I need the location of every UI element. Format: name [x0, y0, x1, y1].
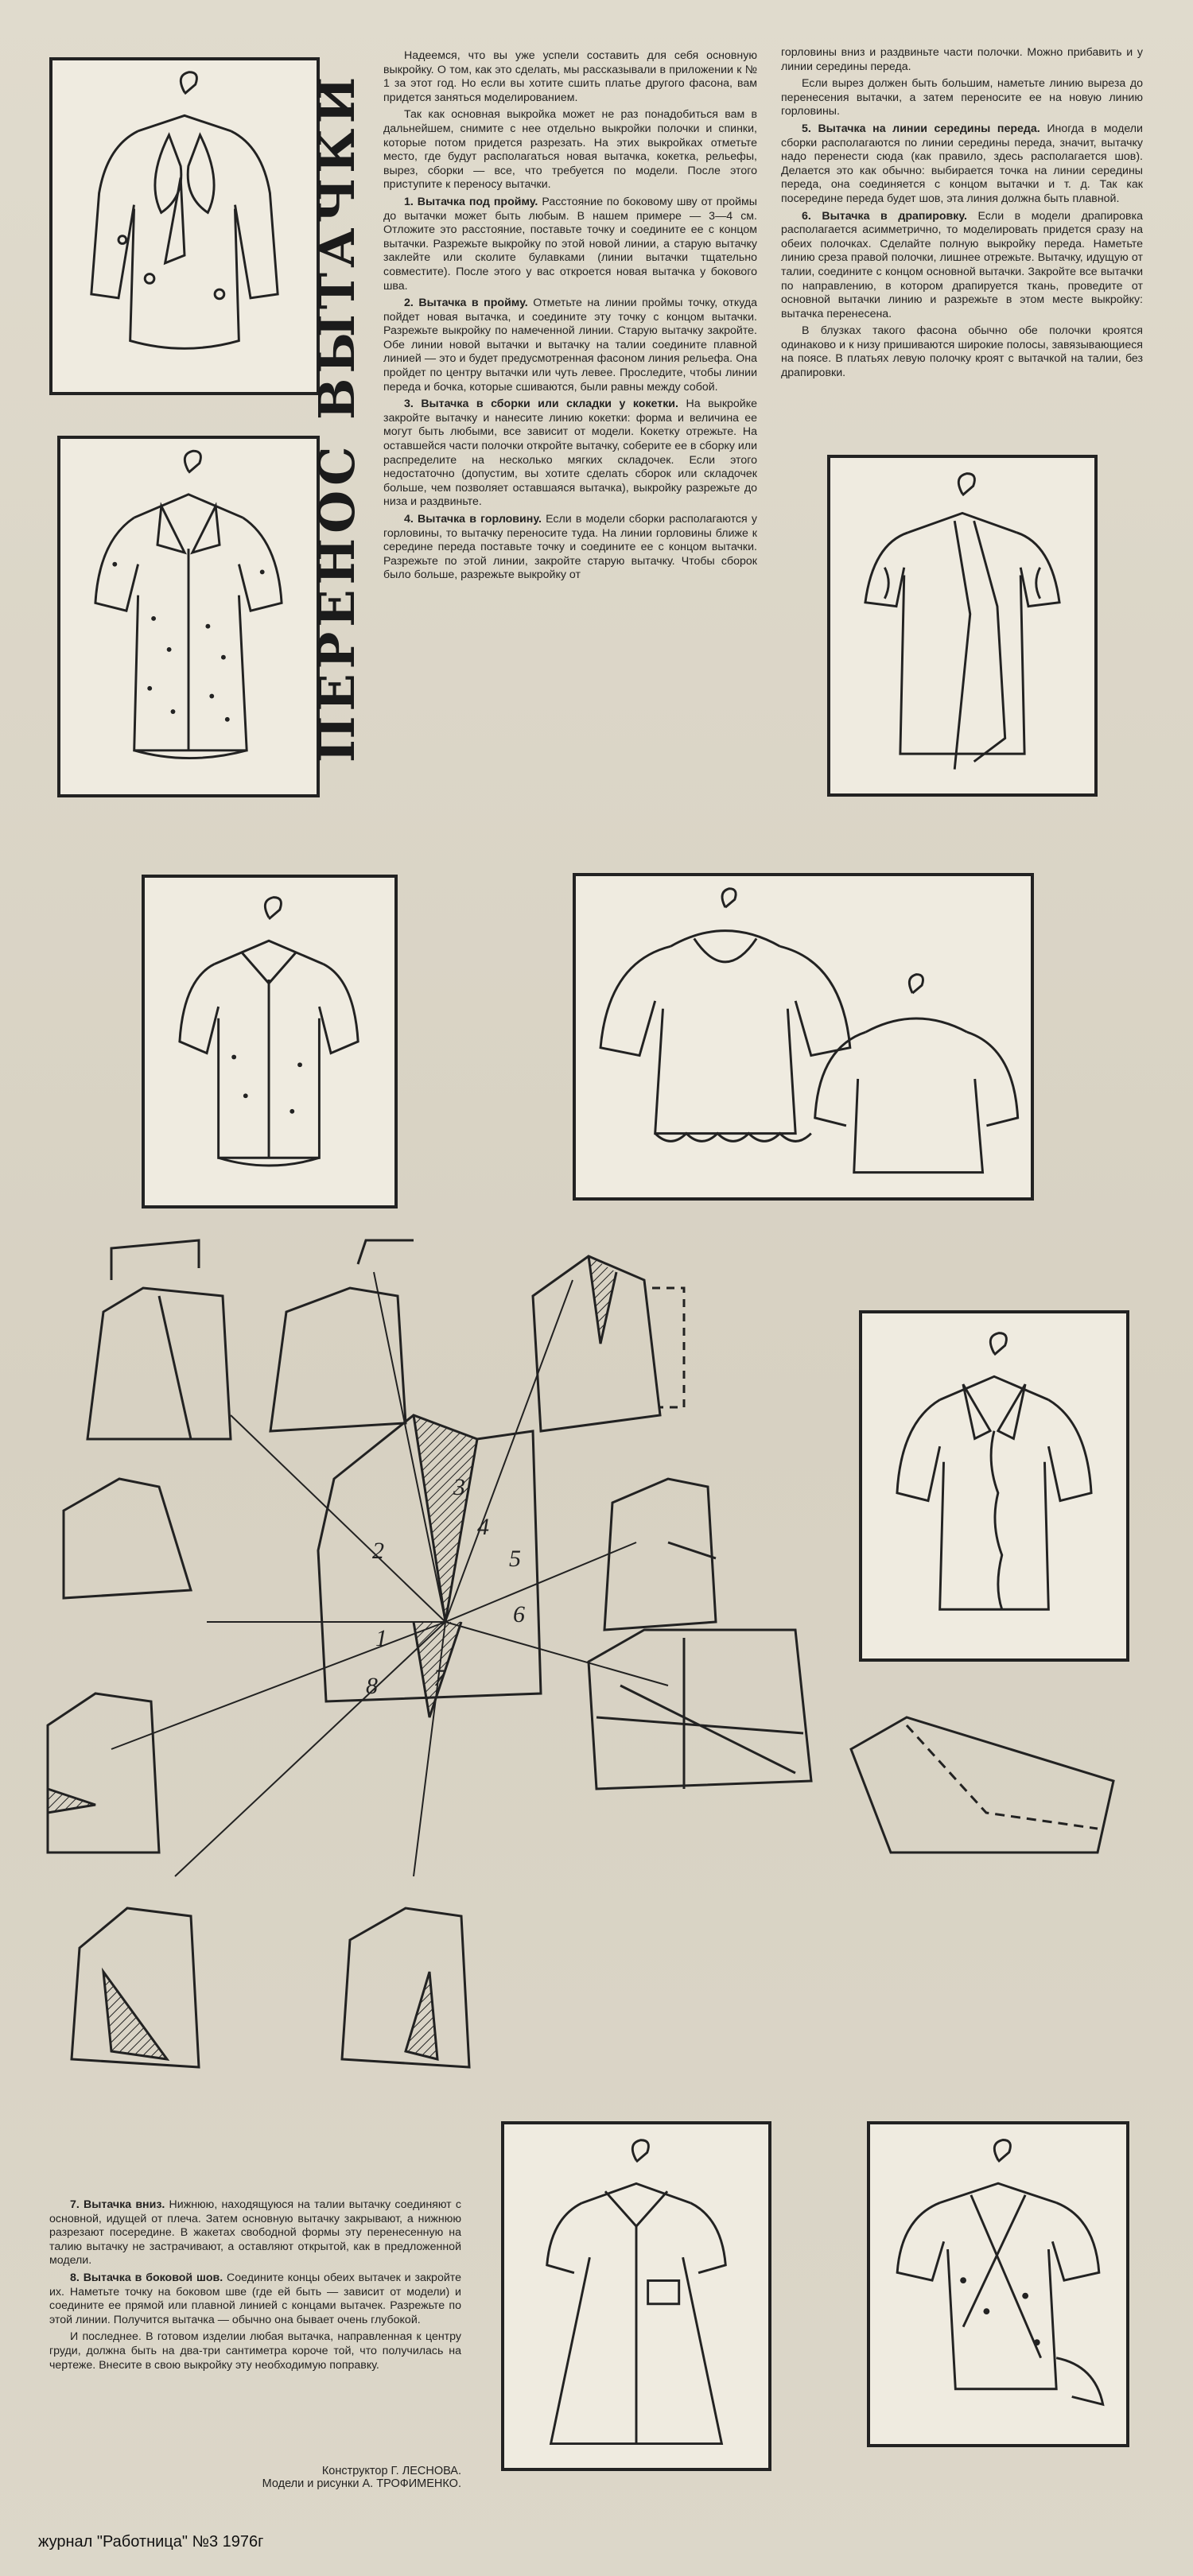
credit-models: Модели и рисунки А. ТРОФИМЕНКО.: [262, 2477, 461, 2490]
section-6-body: Если в модели драпировка располагается а…: [781, 209, 1143, 320]
diagram-label-6: 6: [513, 1601, 525, 1627]
text-column-2: горловины вниз и раздвиньте части полочк…: [781, 46, 1143, 384]
text-column-3: 7. Вытачка вниз. Нижнюю, находящуюся на …: [49, 2198, 461, 2376]
diagram-label-8: 8: [366, 1673, 378, 1699]
section-3: 3. Вытачка в сборки или складки у кокетк…: [383, 398, 757, 510]
final-paragraph: И последнее. В готовом изделии любая выт…: [49, 2330, 461, 2372]
illustration-blouse-dots: [57, 436, 320, 797]
title-text: ПЕРЕНОС ВЫТАЧКИ: [318, 72, 366, 762]
diagram-label-2: 2: [372, 1538, 384, 1564]
column2-continuation: горловины вниз и раздвиньте части полочк…: [781, 46, 1143, 73]
section-8-body: Соедините концы обеих вытачек и закройте…: [49, 2271, 461, 2326]
diagram-label-3: 3: [453, 1474, 465, 1500]
section-4: 4. Вытачка в горловину. Если в модели сб…: [383, 513, 757, 583]
section-8: 8. Вытачка в боковой шов. Соедините конц…: [49, 2271, 461, 2327]
section-6: 6. Вытачка в драпировку. Если в модели д…: [781, 210, 1143, 322]
dart-transfer-diagram: 1 2 3 4 5 6 7 8: [32, 1177, 1161, 2115]
section-5-body: Иногда в модели сборки располагаются по …: [781, 122, 1143, 205]
illustration-blouse-collar: [142, 875, 398, 1208]
illustration-blouse-gathered: [859, 1310, 1129, 1662]
text-column-1: Надеемся, что вы уже успели составить дл…: [383, 49, 757, 586]
section-8-heading: 8. Вытачка в боковой шов.: [70, 2271, 223, 2284]
column2-last-paragraph: В блузках такого фасона обычно обе полоч…: [781, 324, 1143, 380]
illustration-blouse-bow: [49, 57, 320, 395]
intro-paragraph-2: Так как основная выкройка может не раз п…: [383, 108, 757, 192]
footer-caption: журнал "Работница" №3 1976г: [38, 2533, 264, 2551]
section-7-body: Нижнюю, находящуюся на талии вытачку сое…: [49, 2198, 461, 2268]
diagram-label-1: 1: [375, 1625, 387, 1651]
section-5: 5. Вытачка на линии середины переда. Ино…: [781, 122, 1143, 207]
diagram-label-5: 5: [509, 1546, 521, 1572]
section-4-body: Если в модели сборки располагаются у гор…: [383, 513, 757, 582]
section-7-heading: 7. Вытачка вниз.: [70, 2198, 165, 2211]
section-1-heading: 1. Вытачка под пройму.: [404, 195, 538, 208]
intro-paragraph-1: Надеемся, что вы уже успели составить дл…: [383, 49, 757, 104]
section-2-body: Отметьте на линии проймы точку, откуда п…: [383, 297, 757, 394]
illustration-two-blouses: [573, 873, 1034, 1201]
section-7: 7. Вытачка вниз. Нижнюю, находящуюся на …: [49, 2198, 461, 2268]
section-1: 1. Вытачка под пройму. Расстояние по бок…: [383, 196, 757, 293]
section-5-heading: 5. Вытачка на линии середины переда.: [802, 122, 1040, 135]
column2-paragraph-2: Если вырез должен быть большим, наметьте…: [781, 77, 1143, 118]
page-title: ПЕРЕНОС ВЫТАЧКИ: [308, 60, 390, 775]
illustration-blouse-drape: [827, 455, 1098, 797]
diagram-label-7: 7: [433, 1665, 447, 1691]
section-1-body: Расстояние по боковому шву от проймы до …: [383, 195, 757, 293]
section-2-heading: 2. Вытачка в пройму.: [404, 297, 528, 310]
section-3-heading: 3. Вытачка в сборки или складки у кокетк…: [404, 398, 678, 411]
credits-block: Конструктор Г. ЛЕСНОВА. Модели и рисунки…: [159, 2465, 461, 2490]
diagram-label-4: 4: [477, 1514, 489, 1540]
illustration-dress: [501, 2121, 771, 2471]
section-6-heading: 6. Вытачка в драпировку.: [802, 209, 967, 223]
section-4-heading: 4. Вытачка в горловину.: [404, 513, 542, 526]
illustration-blouse-wrap: [867, 2121, 1129, 2447]
credit-constructor: Конструктор Г. ЛЕСНОВА.: [321, 2465, 461, 2477]
section-3-body: На выкройке закройте вытачку и нанесите …: [383, 398, 757, 509]
section-2: 2. Вытачка в пройму. Отметьте на линии п…: [383, 297, 757, 394]
